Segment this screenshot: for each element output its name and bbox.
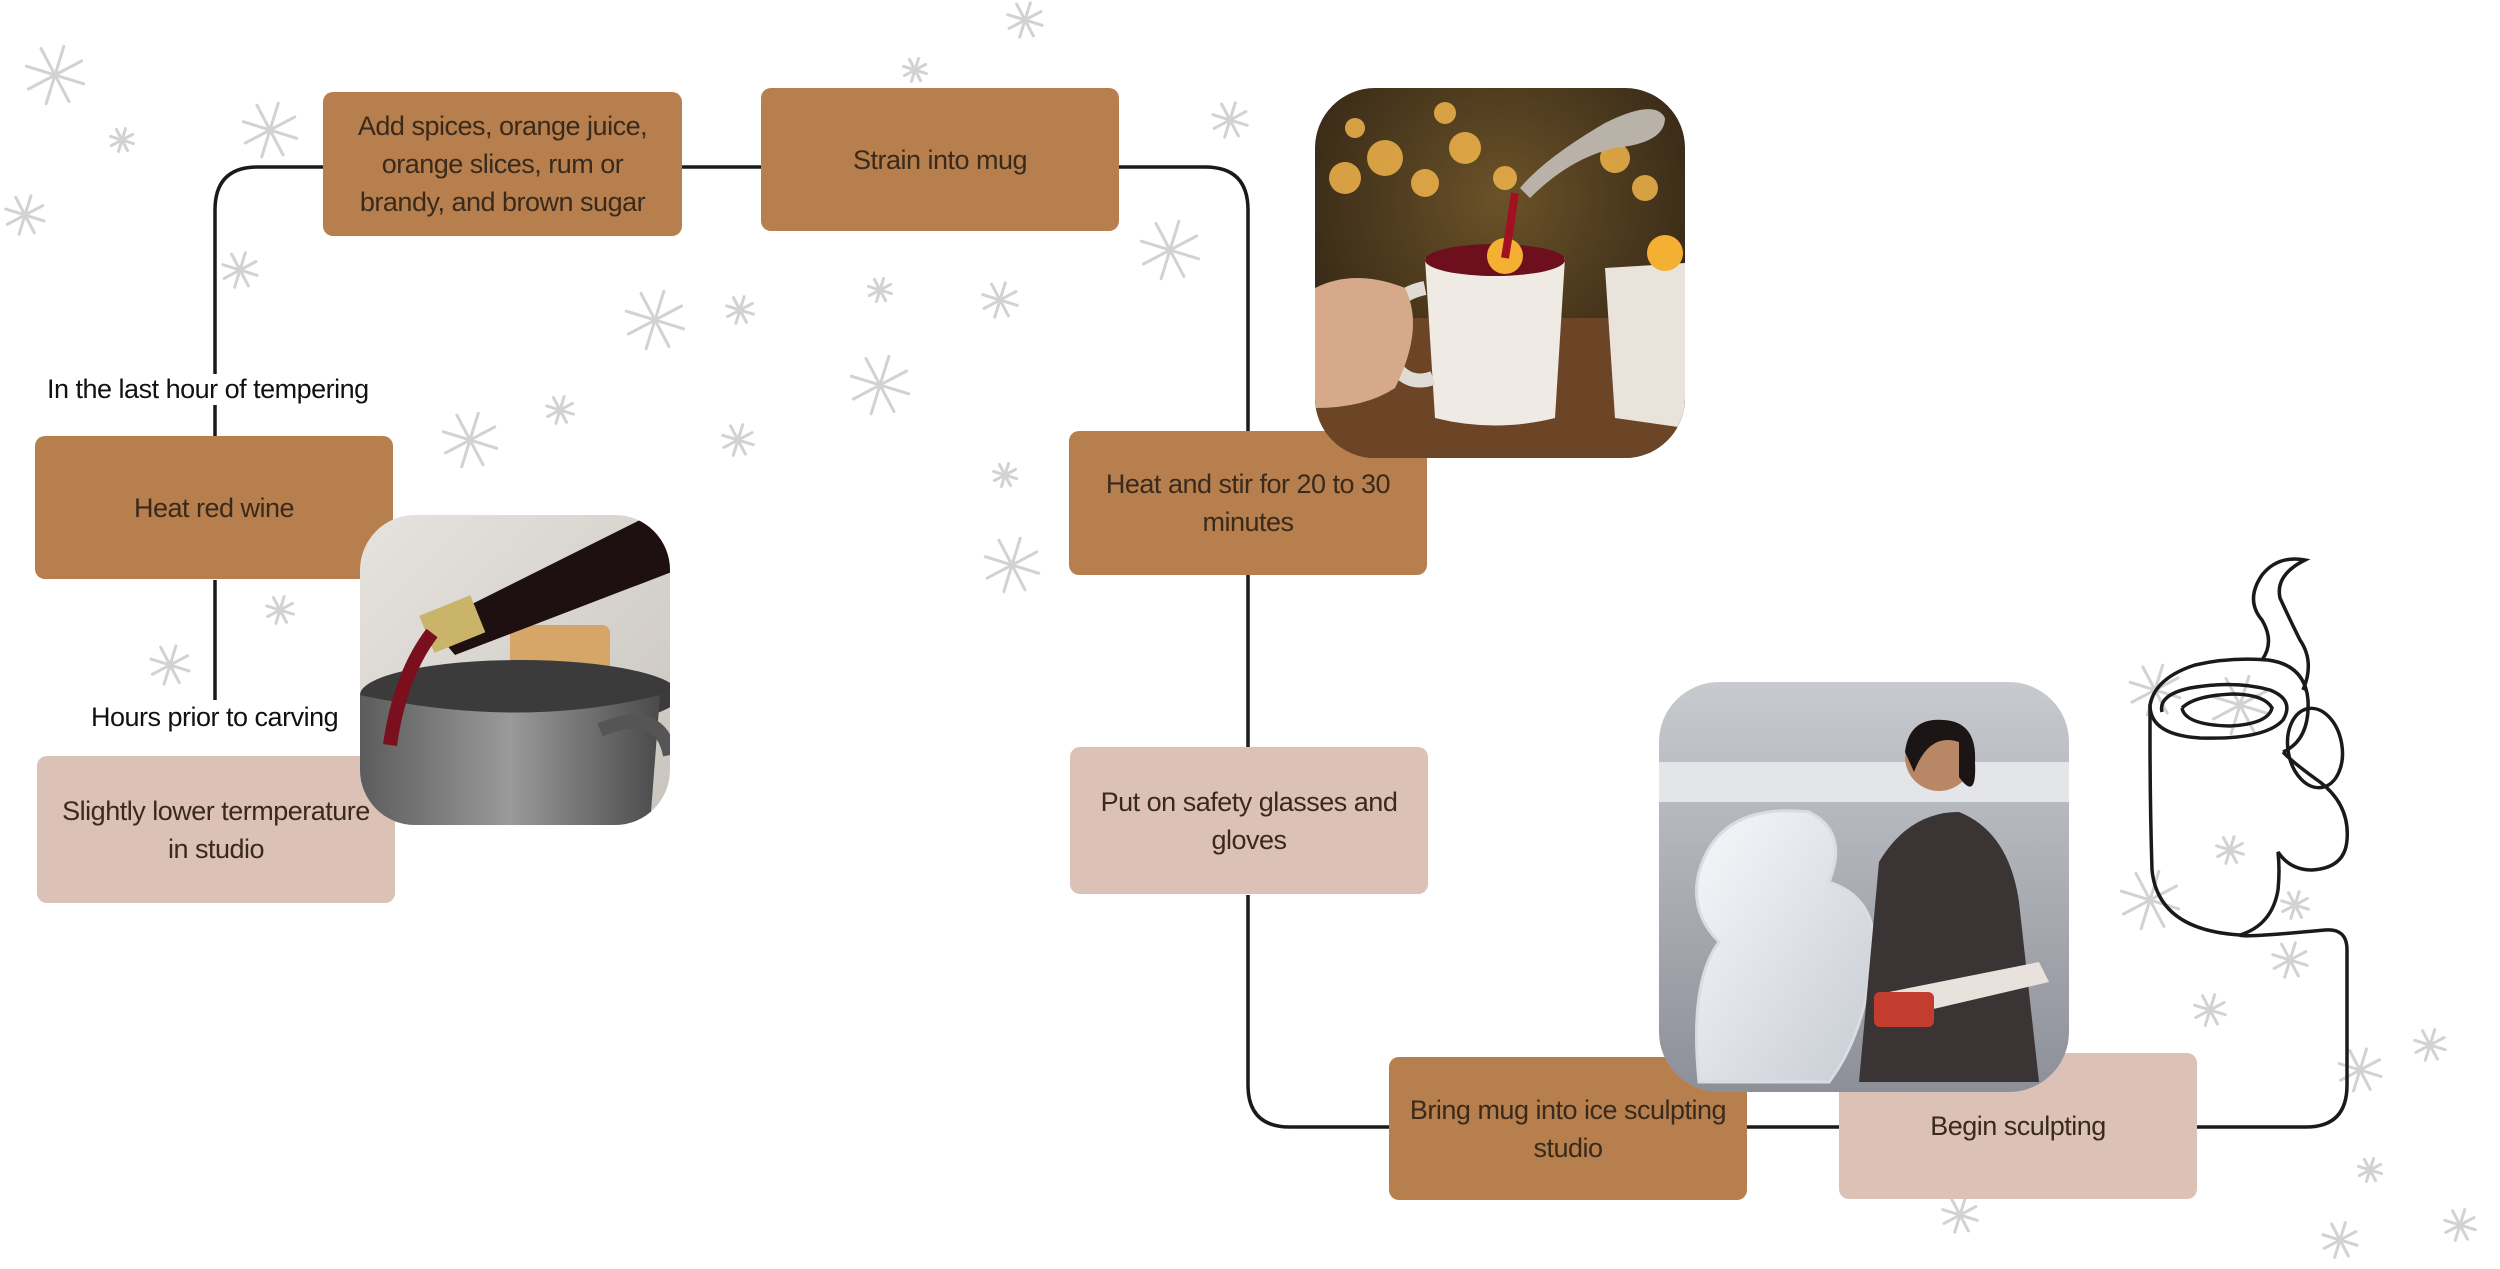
- step-heat-wine-text: Heat red wine: [133, 492, 295, 523]
- snowflake-icon: [721, 423, 755, 457]
- snowflake-icon: [24, 44, 86, 106]
- snowflake-icon: [109, 127, 135, 153]
- snowflake-icon: [992, 462, 1018, 488]
- snowflake-icon: [441, 411, 499, 469]
- step-bring-mug-text: Bring mug into ice sculpting studio: [1409, 1094, 1727, 1163]
- step-add-spices-text: Add spices, orange juice, orange slices,…: [357, 111, 648, 217]
- label-hours-prior: Hours prior to carving: [89, 702, 341, 733]
- snowflake-icon: [983, 536, 1041, 594]
- snowflake-icon: [2280, 890, 2310, 920]
- snowflake-icon: [624, 289, 686, 351]
- snowflake-icon: [1211, 101, 1249, 139]
- snowflake-icon: [1139, 219, 1201, 281]
- label-last-hour: In the last hour of tempering: [45, 374, 371, 405]
- snowflake-icon: [2193, 993, 2227, 1027]
- step-begin-text: Begin sculpting: [1930, 1111, 2106, 1141]
- step-safety-text: Put on safety glasses and gloves: [1100, 786, 1398, 855]
- snowflake-icon: [2413, 1028, 2447, 1062]
- snowflake-icon: [265, 595, 295, 625]
- step-lower-temp-text: Slightly lower termperature in studio: [62, 795, 370, 864]
- mulled-wine-mug-photo: [1315, 88, 1685, 458]
- snowflake-icon: [4, 194, 46, 236]
- snowflake-icon: [149, 644, 191, 686]
- snowflake-icon: [2215, 835, 2245, 865]
- snowflake-icon: [2119, 869, 2181, 931]
- snowflake-icon: [725, 295, 755, 325]
- step-heat-red-wine: Heat red wine: [35, 436, 393, 579]
- step-heat-stir-text: Heat and stir for 20 to 30 minutes: [1105, 469, 1391, 537]
- step-strain-into-mug: Strain into mug: [761, 88, 1119, 231]
- snowflake-icon: [2271, 941, 2309, 979]
- snowflake-icon: [221, 251, 259, 289]
- snowflake-icon: [1006, 1, 1044, 39]
- snowflake-icon: [241, 101, 299, 159]
- wine-pour-photo: [360, 515, 670, 825]
- ice-sculptor-photo: [1659, 682, 2069, 1092]
- step-lower-temperature: Slightly lower termperature in studio: [37, 756, 395, 903]
- snowflake-icon: [849, 354, 911, 416]
- snowflake-icon: [2443, 1208, 2477, 1242]
- snowflake-icon: [1941, 1196, 1979, 1234]
- snowflake-icon: [902, 57, 928, 83]
- snowflake-icon: [545, 395, 575, 425]
- step-safety-gear: Put on safety glasses and gloves: [1070, 747, 1428, 894]
- step-add-spices: Add spices, orange juice, orange slices,…: [323, 92, 682, 236]
- snowflake-icon: [867, 277, 893, 303]
- snowflake-icon: [2321, 1221, 2359, 1259]
- snowflake-icon: [2357, 1157, 2383, 1183]
- step-strain-text: Strain into mug: [852, 144, 1028, 175]
- snowflake-icon: [981, 281, 1019, 319]
